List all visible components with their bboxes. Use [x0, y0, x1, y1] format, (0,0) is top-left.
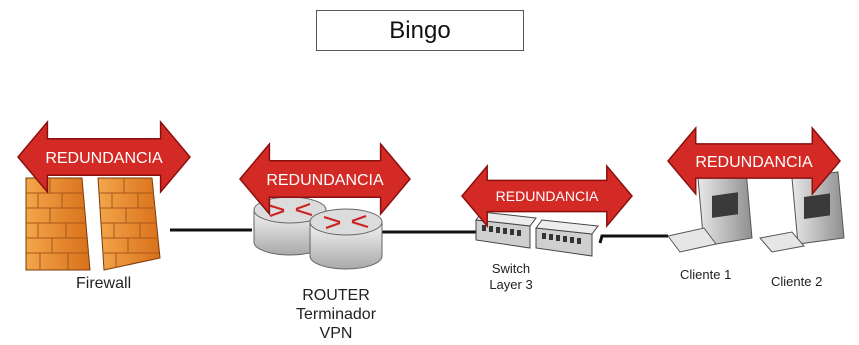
connection-lines	[170, 228, 668, 244]
router-left	[253, 196, 327, 256]
computer-icon-2	[759, 171, 845, 253]
firewall-label: Firewall	[76, 275, 132, 292]
router-right	[309, 208, 383, 270]
double-arrow-icon	[239, 141, 411, 217]
switch-right	[535, 219, 599, 257]
redundancy-arrow-clients: REDUNDANCIA	[667, 125, 841, 197]
client2-label: Cliente 2	[771, 274, 823, 289]
switch-label: Switch Layer 3	[486, 261, 536, 293]
redundancy-arrow-switch: REDUNDANCIA	[461, 163, 633, 229]
link-switch-clients	[598, 234, 668, 244]
router-label: ROUTER Terminador VPN	[296, 286, 376, 343]
router-label-line-1: ROUTER	[302, 287, 370, 304]
switch-icon	[475, 211, 599, 257]
redundancy-arrows: REDUNDANCIA REDUNDANCIA REDUNDANCIA REDUNDA…	[17, 119, 841, 229]
router-label-line-3: VPN	[319, 325, 353, 342]
redundancy-arrow-firewall: REDUNDANCIA	[17, 119, 191, 195]
double-arrow-icon	[461, 163, 633, 229]
firewall-icon	[25, 177, 161, 271]
switch-label-line-2: Layer 3	[489, 277, 533, 292]
redundancy-arrow-router: REDUNDANCIA	[239, 141, 411, 217]
double-arrow-icon	[17, 119, 191, 195]
computer-icon	[667, 169, 753, 253]
diagram-title: Bingo	[316, 10, 524, 51]
router-label-line-2: Terminador	[296, 306, 377, 323]
redundancy-label: REDUNDANCIA	[45, 150, 163, 167]
switch-left	[475, 211, 537, 249]
redundancy-label: REDUNDANCIA	[496, 188, 599, 204]
redundancy-label: REDUNDANCIA	[266, 172, 384, 189]
router-icon	[253, 196, 383, 270]
client1-label: Cliente 1	[680, 267, 732, 282]
double-arrow-icon	[667, 125, 841, 197]
redundancy-label: REDUNDANCIA	[695, 154, 813, 171]
switch-label-line-1: Switch	[491, 261, 531, 276]
